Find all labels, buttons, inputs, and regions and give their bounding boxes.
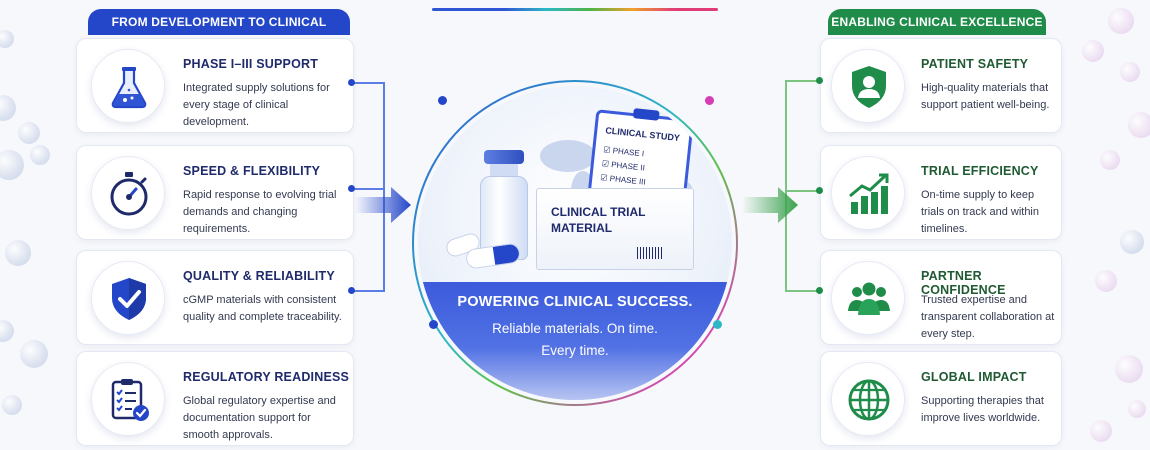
phase-item: ☑ PHASE III: [599, 173, 647, 187]
left-flow-arrow: [355, 187, 411, 223]
top-rainbow-line: [432, 8, 718, 11]
card-description: Supporting therapies that improve lives …: [921, 395, 1044, 424]
patient-shield-icon: [831, 49, 905, 123]
shield-check-icon: [91, 261, 165, 335]
team-icon: [831, 261, 905, 335]
card-patient-safety: PATIENT SAFETY High-quality materials th…: [820, 38, 1062, 133]
card-partner-confidence: PARTNER CONFIDENCE Trusted expertise and…: [820, 250, 1062, 345]
card-title: GLOBAL IMPACT: [921, 370, 1027, 384]
card-title: TRIAL EFFICIENCY: [921, 164, 1039, 178]
card-speed-flexibility: SPEED & FLEXIBILITY Rapid response to ev…: [76, 145, 354, 240]
banner-line: Reliable materials. On time.: [492, 321, 658, 336]
card-quality-reliability: QUALITY & RELIABILITY cGMP materials wit…: [76, 250, 354, 345]
card-description: Rapid response to evolving trial demands…: [183, 189, 337, 235]
card-title: PHASE I–III SUPPORT: [183, 57, 319, 71]
banner-title: POWERING CLINICAL SUCCESS.: [457, 294, 693, 310]
card-description: Trusted expertise and transparent collab…: [921, 294, 1055, 340]
card-description: Integrated supply solutions for every st…: [183, 82, 330, 128]
clinical-trial-box: CLINICAL TRIAL MATERIAL: [536, 188, 694, 270]
box-label: MATERIAL: [551, 221, 613, 235]
card-global-impact: GLOBAL IMPACT Supporting therapies that …: [820, 351, 1062, 446]
phase-item: ☑ PHASE I: [602, 145, 645, 159]
banner-subtitle: Reliable materials. On time. Every time.: [418, 318, 732, 362]
banner-line: Every time.: [541, 343, 609, 358]
right-section-header: ENABLING CLINICAL EXCELLENCE: [828, 9, 1046, 35]
center-illustration: CLINICAL STUDY ☑ PHASE I ☑ PHASE II ☑ PH…: [418, 86, 732, 400]
right-flow-arrow: [742, 187, 798, 223]
barcode-icon: [637, 247, 663, 259]
ring-dot: [705, 96, 714, 105]
box-label: CLINICAL TRIAL: [551, 205, 646, 219]
card-title: SPEED & FLEXIBILITY: [183, 164, 321, 178]
card-description: Global regulatory expertise and document…: [183, 395, 336, 441]
card-title: QUALITY & RELIABILITY: [183, 269, 335, 283]
flask-icon: [91, 49, 165, 123]
card-trial-efficiency: TRIAL EFFICIENCY On-time supply to keep …: [820, 145, 1062, 240]
card-title: REGULATORY READINESS: [183, 370, 350, 384]
card-title: PATIENT SAFETY: [921, 57, 1029, 71]
card-phase-support: PHASE I–III SUPPORT Integrated supply so…: [76, 38, 354, 133]
phase-item: ☑ PHASE II: [601, 159, 646, 173]
card-regulatory-readiness: REGULATORY READINESS Global regulatory e…: [76, 351, 354, 446]
clipboard-title: CLINICAL STUDY: [604, 125, 681, 144]
card-description: High-quality materials that support pati…: [921, 82, 1050, 111]
globe-icon: [831, 362, 905, 436]
card-description: cGMP materials with consistent quality a…: [183, 294, 342, 323]
checklist-icon: [91, 362, 165, 436]
center-banner: [418, 282, 732, 400]
card-description: On-time supply to keep trials on track a…: [921, 189, 1039, 235]
ring-dot: [438, 96, 447, 105]
left-section-header: FROM DEVELOPMENT TO CLINICAL SUCCESS: [88, 9, 350, 55]
growth-chart-icon: [831, 156, 905, 230]
card-title: PARTNER CONFIDENCE: [921, 269, 1006, 297]
stopwatch-icon: [91, 156, 165, 230]
